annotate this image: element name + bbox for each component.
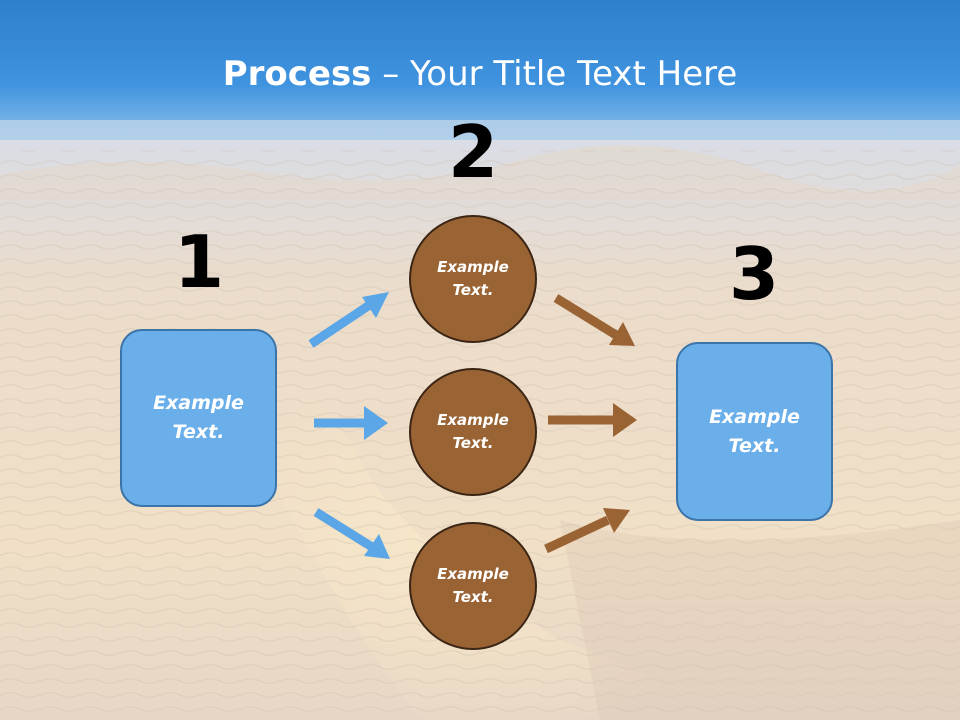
step-number-2: 2 — [447, 110, 499, 194]
circle-top: Example Text. — [409, 215, 537, 343]
title-bold: Process — [222, 54, 372, 94]
slide-title: Process – Your Title Text Here — [0, 52, 960, 96]
left-process-box: Example Text. — [120, 329, 277, 507]
circle-top-line-2: Text. — [452, 281, 494, 299]
circle-bottom: Example Text. — [409, 522, 537, 650]
circle-top-line-1: Example — [437, 258, 509, 276]
right-box-line-2: Text. — [728, 434, 781, 457]
step-number-1: 1 — [173, 220, 225, 304]
step-number-3: 3 — [728, 232, 780, 316]
circle-middle-line-2: Text. — [452, 434, 494, 452]
right-box-line-1: Example — [709, 405, 800, 428]
left-box-line-1: Example — [153, 392, 244, 414]
circle-bottom-line-2: Text. — [452, 588, 494, 606]
left-box-line-2: Text. — [172, 421, 225, 443]
title-rest: – Your Title Text Here — [371, 54, 738, 94]
circle-middle-line-1: Example — [437, 411, 509, 429]
right-process-box: Example Text. — [676, 342, 833, 521]
circle-middle: Example Text. — [409, 368, 537, 496]
circle-bottom-line-1: Example — [437, 565, 509, 583]
